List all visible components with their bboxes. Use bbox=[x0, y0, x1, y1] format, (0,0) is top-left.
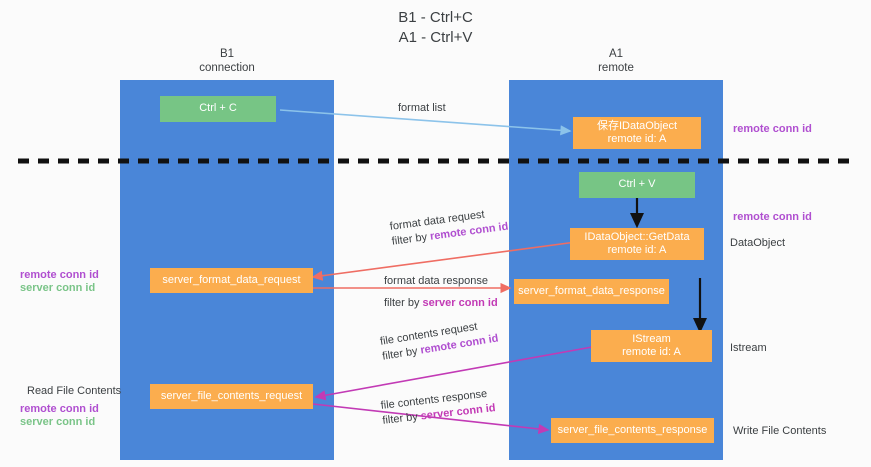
box-getdata[interactable]: IDataObject::GetData remote id: A bbox=[570, 228, 704, 260]
box-ctrl-c-label: Ctrl + C bbox=[199, 102, 237, 115]
lane-header-a1-name: A1 bbox=[608, 48, 624, 60]
box-server-file-contents-request-label: server_file_contents_request bbox=[160, 389, 303, 402]
annotation-right-istream: Istream bbox=[730, 342, 767, 354]
diagram-title: B1 - Ctrl+C A1 - Ctrl+V bbox=[0, 8, 871, 48]
annotation-left-server-conn-id-1: server conn id bbox=[20, 282, 96, 294]
flow-label-format-data-request: format data request filter by remote con… bbox=[389, 205, 509, 250]
box-server-file-contents-request[interactable]: server_file_contents_request bbox=[150, 384, 313, 409]
box-getdata-line1: IDataObject::GetData bbox=[584, 230, 690, 243]
box-ctrl-v-label: Ctrl + V bbox=[618, 178, 656, 191]
flow-label-file-contents-request: file contents request filter by remote c… bbox=[379, 317, 500, 365]
box-ctrl-v[interactable]: Ctrl + V bbox=[579, 172, 695, 198]
flow-label-file-contents-response: file contents response filter by server … bbox=[380, 386, 496, 429]
accent-server-conn-id: server conn id bbox=[422, 297, 498, 309]
lane-header-b1: B1 connection bbox=[120, 47, 334, 75]
box-server-file-contents-response-label: server_file_contents_response bbox=[557, 423, 708, 436]
box-istream-line1: IStream bbox=[632, 332, 671, 345]
lane-header-a1-role: remote bbox=[598, 62, 634, 74]
title-line-1: B1 - Ctrl+C bbox=[398, 9, 473, 26]
lane-header-b1-role: connection bbox=[199, 62, 255, 74]
flow-label-format-list-text: format list bbox=[398, 102, 446, 114]
flow-label-format-data-response: format data response filter by server co… bbox=[384, 274, 498, 311]
box-getdata-line2: remote id: A bbox=[607, 244, 667, 256]
annotation-right-remote-conn-id-2: remote conn id bbox=[733, 211, 812, 223]
box-server-format-data-request[interactable]: server_format_data_request bbox=[150, 268, 313, 293]
annotation-left-read-file-contents: Read File Contents bbox=[27, 385, 122, 397]
flow-label-format-data-response-line1: format data response bbox=[384, 275, 488, 287]
box-istream-line2: remote id: A bbox=[622, 346, 681, 358]
lane-header-a1: A1 remote bbox=[509, 47, 723, 75]
lane-header-b1-name: B1 bbox=[219, 48, 235, 60]
annotation-right-remote-conn-id-1: remote conn id bbox=[733, 123, 812, 135]
flow-label-format-data-response-line2: filter by server conn id bbox=[384, 297, 498, 309]
flow-label-format-list: format list bbox=[398, 101, 446, 115]
box-ctrl-c[interactable]: Ctrl + C bbox=[160, 96, 276, 122]
box-server-format-data-response-label: server_format_data_response bbox=[518, 284, 665, 297]
box-save-dataobject-line1: 保存IDataObject bbox=[596, 119, 678, 132]
title-line-2: A1 - Ctrl+V bbox=[398, 29, 473, 46]
box-server-format-data-request-label: server_format_data_request bbox=[162, 273, 301, 286]
box-server-format-data-response[interactable]: server_format_data_response bbox=[514, 279, 669, 304]
annotation-left-server-conn-id-2: server conn id bbox=[20, 416, 96, 428]
box-save-dataobject[interactable]: 保存IDataObject remote id: A bbox=[573, 117, 701, 149]
box-save-dataobject-line2: remote id: A bbox=[607, 133, 667, 145]
box-istream[interactable]: IStream remote id: A bbox=[591, 330, 712, 362]
annotation-right-dataobject: DataObject bbox=[730, 237, 786, 249]
annotation-left-remote-conn-id-1: remote conn id bbox=[20, 269, 99, 281]
annotation-right-write-file-contents: Write File Contents bbox=[733, 425, 827, 437]
box-server-file-contents-response[interactable]: server_file_contents_response bbox=[551, 418, 714, 443]
annotation-left-remote-conn-id-2: remote conn id bbox=[20, 403, 99, 415]
